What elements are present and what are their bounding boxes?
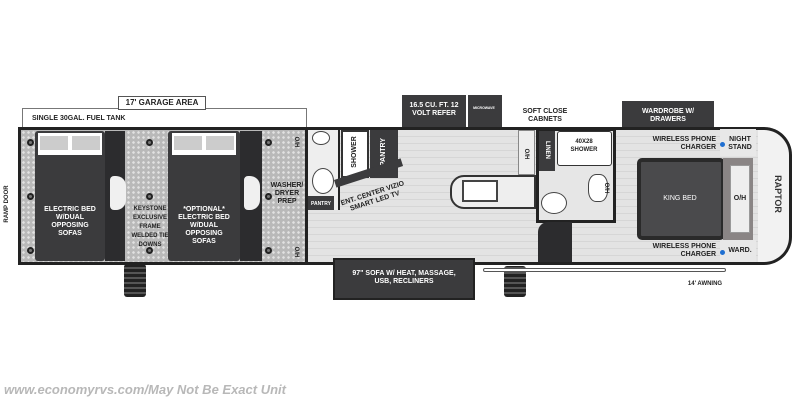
garage-dimension: 17' GARAGE AREA [118, 96, 206, 110]
awning-label: 14' AWNING [687, 281, 723, 287]
tie-down-icon [265, 139, 272, 146]
step [110, 176, 126, 210]
king-bed-label: KING BED [663, 195, 697, 202]
overhead-cabinet [518, 130, 535, 175]
tie-down-icon [265, 193, 272, 200]
night-stand-label: NIGHT STAND [728, 136, 752, 151]
linen-label: LINEN [544, 141, 550, 159]
pantry-small-label: PANTRY [311, 201, 331, 207]
ramp-door-label: RAMP DOOR [4, 185, 10, 223]
raptor-logo: RAPTOR [773, 175, 783, 213]
ward-label: WARD. [728, 247, 752, 254]
pantry-small [308, 196, 334, 210]
tie-down-icon [27, 139, 34, 146]
washer-label: WASHER/ DRYER PREP [270, 182, 304, 205]
front-cap [756, 127, 792, 265]
kitchen-oh-label: O/H [523, 148, 529, 160]
charger-bottom-label: WIRELESS PHONE CHARGER [652, 243, 716, 258]
bath-shower [557, 131, 612, 166]
pillow [40, 136, 68, 150]
wardrobe [622, 101, 714, 131]
king-bed [637, 158, 725, 240]
garage-wall [305, 130, 308, 262]
kitchen-sink-icon [462, 180, 498, 202]
charger-top-label: WIRELESS PHONE CHARGER [652, 136, 716, 151]
tie-down-icon [146, 247, 153, 254]
toilet-icon [541, 192, 567, 214]
refer [402, 95, 468, 133]
bed-2-label: *OPTIONAL* ELECTRIC BED W/DUAL OPPOSING … [178, 206, 230, 245]
tie-down-icon [146, 139, 153, 146]
bed-1-label: ELECTRIC BED W/DUAL OPPOSING SOFAS [44, 206, 96, 237]
charger-dot-icon [720, 142, 725, 147]
fuel-tank-label: SINGLE 30GAL. FUEL TANK [32, 115, 126, 122]
garage-oh-top: O/H [293, 136, 299, 148]
sofa-slideout [333, 258, 475, 300]
shower-label: SHOWER [351, 136, 358, 168]
tire-icon [504, 266, 526, 297]
sofa-label: 97" SOFA W/ HEAT, MASSAGE, USB, RECLINER… [352, 270, 456, 285]
night-stand [720, 129, 756, 156]
pillow [174, 136, 202, 150]
refer-label: 16.5 CU. FT. 12 VOLT REFER [409, 102, 459, 117]
entry-steps [538, 222, 572, 262]
garage-oh-bottom: O/H [293, 246, 299, 258]
pillow [72, 136, 100, 150]
awning [483, 268, 726, 272]
tie-down-icon [146, 193, 153, 200]
soft-close-label: SOFT CLOSE CABNETS [522, 108, 568, 123]
wardrobe-label: WARDROBE W/ DRAWERS [641, 108, 695, 123]
step [244, 176, 260, 210]
pillow [206, 136, 234, 150]
charger-dot-icon [720, 250, 725, 255]
wardrobe-small [720, 240, 756, 262]
tie-downs-label: KEYSTONE EXCLUSIVE FRAME WELDED TIE DOWN… [131, 206, 169, 248]
toilet-icon [312, 168, 334, 194]
bath-shower-label: 40X28 SHOWER [570, 139, 598, 153]
bedroom-oh-label: O/H [733, 195, 747, 202]
watermark: www.economyrvs.com/May Not Be Exact Unit [4, 382, 286, 397]
headboard-shelf [730, 165, 750, 233]
tie-down-icon [27, 193, 34, 200]
sink-icon [312, 131, 330, 145]
bath-oh-label: O/H [603, 182, 609, 194]
tire-icon [124, 264, 146, 297]
microwave-label: MICROWAVE [473, 106, 495, 110]
microwave [466, 95, 502, 133]
sink-icon [588, 174, 608, 202]
tie-down-icon [265, 247, 272, 254]
tie-down-icon [27, 247, 34, 254]
linen [539, 131, 555, 171]
